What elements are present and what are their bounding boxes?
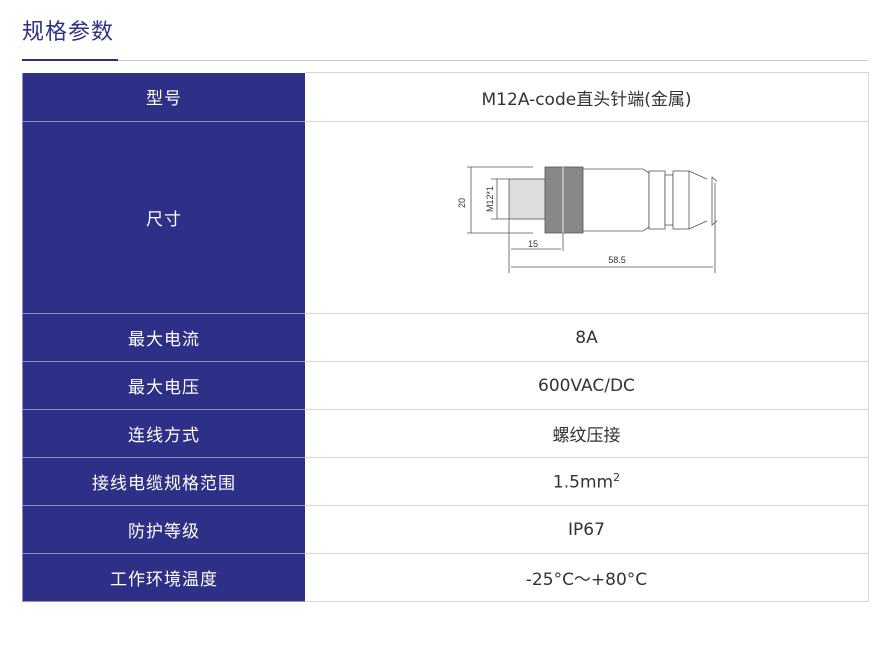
- spec-value: M12A-code直头针端(金属): [305, 72, 869, 122]
- spec-key: 型号: [22, 72, 305, 122]
- spec-value: 600VAC/DC: [305, 361, 869, 410]
- spec-value: 1.5mm2: [305, 457, 869, 506]
- title-divider-accent: [22, 59, 118, 61]
- spec-key: 接线电缆规格范围: [22, 457, 305, 506]
- spec-value: -25°C～+80°C: [305, 553, 869, 602]
- spec-key: 连线方式: [22, 409, 305, 458]
- table-row-model: 型号 M12A-code直头针端(金属): [22, 72, 869, 122]
- dim-thread-length-label: 15: [527, 239, 537, 249]
- section-title: 规格参数: [22, 20, 115, 45]
- table-row-cable-range: 接线电缆规格范围 1.5mm2: [22, 457, 869, 506]
- connector-dimension-drawing: 20 M12*1 15 58.5: [457, 166, 717, 273]
- spec-key: 最大电压: [22, 361, 305, 410]
- spec-key: 最大电流: [22, 313, 305, 362]
- table-row-protection-rating: 防护等级 IP67: [22, 505, 869, 554]
- spec-value-superscript: 2: [613, 470, 621, 484]
- spec-key: 防护等级: [22, 505, 305, 554]
- dim-height-label: 20: [457, 198, 467, 208]
- dim-thread-label: M12*1: [485, 186, 495, 212]
- spec-table: 型号 M12A-code直头针端(金属) 尺寸: [22, 72, 869, 602]
- table-row-connection-method: 连线方式 螺纹压接: [22, 409, 869, 458]
- spec-value-text: 1.5mm: [552, 472, 614, 493]
- spec-value: IP67: [305, 505, 869, 554]
- spec-value: 8A: [305, 313, 869, 362]
- dim-total-length-label: 58.5: [608, 255, 626, 265]
- spec-key: 尺寸: [22, 121, 305, 314]
- title-divider: [22, 60, 868, 61]
- table-row-dimensions: 尺寸: [22, 121, 869, 314]
- spec-key: 工作环境温度: [22, 553, 305, 602]
- table-row-max-current: 最大电流 8A: [22, 313, 869, 362]
- spec-value-drawing: 20 M12*1 15 58.5: [305, 121, 869, 314]
- table-row-max-voltage: 最大电压 600VAC/DC: [22, 361, 869, 410]
- table-row-operating-temperature: 工作环境温度 -25°C～+80°C: [22, 553, 869, 602]
- spec-value: 螺纹压接: [305, 409, 869, 458]
